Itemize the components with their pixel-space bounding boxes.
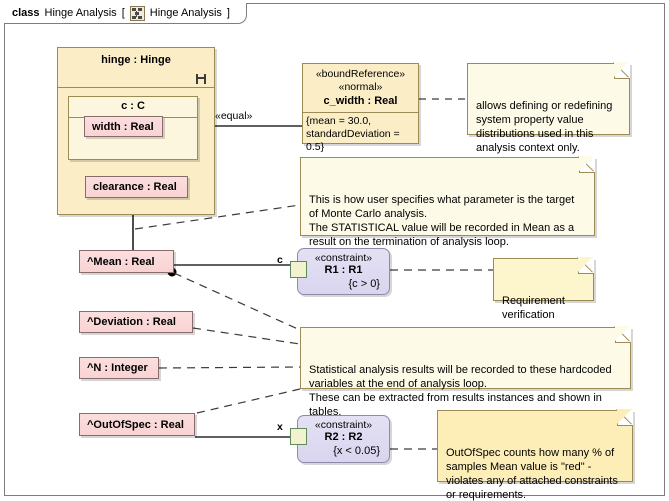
edge-label-c: c <box>277 254 283 266</box>
constraint-r2-name: R2 : R2 <box>324 431 363 443</box>
note-bound-reference-text: allows defining or redefining system pro… <box>476 100 613 154</box>
frame-bracket-open: [ <box>121 7 125 19</box>
constraint-r2-expression: {x < 0.05} <box>333 445 380 457</box>
frame-bracket-close: ] <box>226 7 230 19</box>
block-hinge-title: hinge : Hinge <box>101 54 171 66</box>
property-width[interactable]: width : Real <box>84 116 163 137</box>
note-fold-icon <box>615 326 631 343</box>
property-deviation[interactable]: ^Deviation : Real <box>79 311 193 333</box>
frame-keyword: class <box>12 7 40 19</box>
constraint-port-r2[interactable] <box>290 428 307 445</box>
note-fold-icon <box>579 156 595 173</box>
property-outofspec[interactable]: ^OutOfSpec : Real <box>79 413 195 436</box>
edge-label-x: x <box>277 421 283 433</box>
note-fold-icon <box>578 257 594 274</box>
constraint-block-r1[interactable]: «constraint» R1 : R1 {c > 0} <box>290 248 390 295</box>
note-statistical-results-text: Statistical analysis results will be rec… <box>309 364 612 418</box>
bound-reference-constraints: {mean = 30.0, standardDeviation = 0.5} <box>303 113 418 154</box>
note-requirement-verification-text: Requirement verification <box>502 295 565 321</box>
bound-reference-stddev: standardDeviation = 0.5} <box>306 128 400 153</box>
bdd-diagram-icon <box>129 5 145 21</box>
constraint-r1-expression: {c > 0} <box>348 278 380 290</box>
note-bound-reference[interactable]: allows defining or redefining system pro… <box>467 62 630 154</box>
edge-label-equal: «equal» <box>215 110 253 122</box>
block-c-title: c : C <box>69 97 197 118</box>
bound-reference-stereotype-1: «boundReference» <box>315 68 406 80</box>
bound-reference-header: «boundReference» «normal» c_width : Real <box>303 64 418 108</box>
note-requirement-verification[interactable]: Requirement verification <box>493 257 594 321</box>
constraint-port-r1[interactable] <box>290 261 307 278</box>
bound-reference-separator <box>303 112 418 113</box>
diagram-frame-header: class Hinge Analysis [ Hinge Analysis ] <box>4 3 247 24</box>
note-monte-carlo[interactable]: This is how user specifies what paramete… <box>300 156 595 248</box>
bound-reference-mean: {mean = 30.0, <box>306 115 372 127</box>
note-statistical-results[interactable]: Statistical analysis results will be rec… <box>300 326 631 418</box>
bound-reference-block[interactable]: «boundReference» «normal» c_width : Real… <box>302 63 419 153</box>
frame-name: Hinge Analysis <box>44 7 117 19</box>
note-out-of-spec-text: OutOfSpec counts how many % of samples M… <box>446 447 618 501</box>
note-fold-icon <box>614 62 630 79</box>
property-mean[interactable]: ^Mean : Real <box>79 250 174 273</box>
note-out-of-spec[interactable]: OutOfSpec counts how many % of samples M… <box>437 409 633 501</box>
part-property-icon <box>195 73 208 84</box>
note-monte-carlo-text: This is how user specifies what paramete… <box>309 194 575 248</box>
note-fold-icon <box>617 409 633 426</box>
block-hinge-header: hinge : Hinge <box>58 48 214 88</box>
frame-diagram-name: Hinge Analysis <box>149 7 222 19</box>
property-clearance[interactable]: clearance : Real <box>85 176 188 198</box>
constraint-block-r2[interactable]: «constraint» R2 : R2 {x < 0.05} <box>290 415 390 463</box>
constraint-r1-name: R1 : R1 <box>324 264 363 276</box>
constraint-r1-stereotype: «constraint» <box>314 252 373 264</box>
constraint-r2-stereotype: «constraint» <box>314 419 373 431</box>
bound-reference-stereotype-2: «normal» <box>338 81 383 93</box>
property-n[interactable]: ^N : Integer <box>79 357 159 379</box>
bound-reference-name: c_width : Real <box>323 95 398 107</box>
